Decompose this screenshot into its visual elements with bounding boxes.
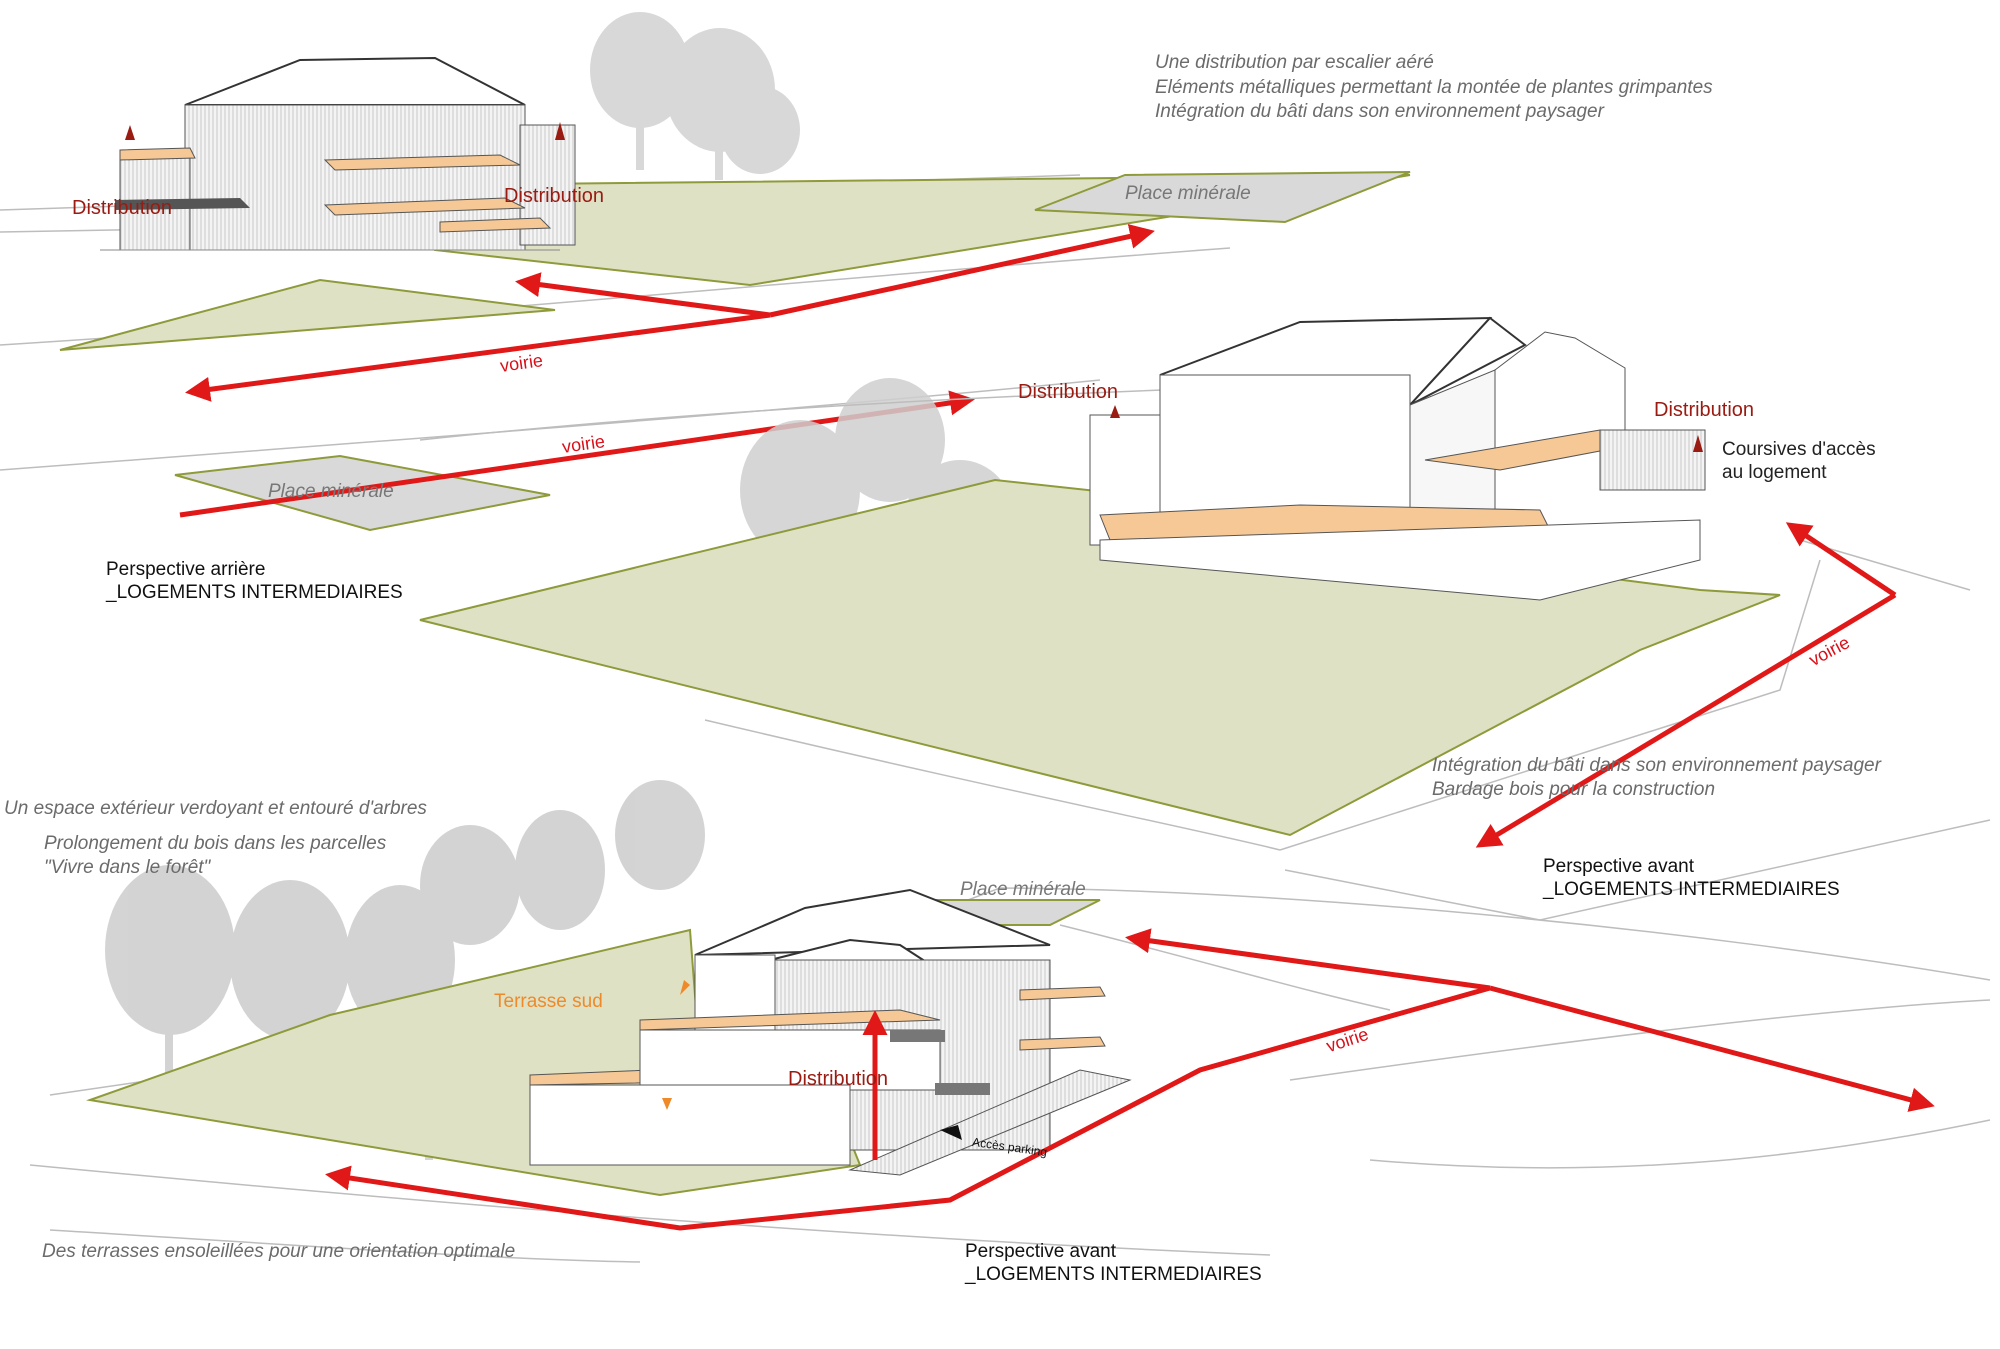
bottom-caption-line2: _LOGEMENTS INTERMEDIAIRES <box>965 1264 1262 1285</box>
top-perspective <box>0 12 1411 532</box>
top-place-minerale-right-label: Place minérale <box>1125 183 1251 204</box>
middle-caption-line1: Perspective avant <box>1543 856 1695 877</box>
road-arrows-bottom <box>325 928 1935 1231</box>
tree-cluster-bottom <box>105 780 705 1160</box>
bottom-distribution-label: Distribution <box>788 1068 889 1090</box>
road-arrow-7 <box>1125 928 1491 991</box>
bottom-note-bottom: Des terrasses ensoleillées pour une orie… <box>42 1241 516 1262</box>
top-caption-line2: _LOGEMENTS INTERMEDIAIRES <box>106 582 403 603</box>
middle-caption-line2: _LOGEMENTS INTERMEDIAIRES <box>1543 879 1840 900</box>
road-arrow-3 <box>515 272 771 318</box>
road-arrow-5 <box>1785 522 1897 598</box>
bottom-perspective <box>29 780 1991 1263</box>
building-front-middle <box>1089 316 1706 601</box>
bottom-terrasse-sud-label: Terrasse sud <box>494 991 603 1012</box>
road-arrow-2 <box>769 224 1155 318</box>
bottom-note-top: Un espace extérieur verdoyant et entouré… <box>4 798 427 819</box>
middle-note-1: Intégration du bâti dans son environneme… <box>1432 755 1881 776</box>
road-arrow-middle <box>1475 522 1897 848</box>
top-place-minerale-left-label: Place minérale <box>268 481 394 502</box>
middle-coursives-line2: au logement <box>1722 462 1827 483</box>
bottom-caption-line1: Perspective avant <box>965 1241 1117 1262</box>
place-minerale-slab-top <box>1034 171 1411 224</box>
middle-distribution-right-label: Distribution <box>1654 399 1755 421</box>
road-arrow-9 <box>325 985 1491 1231</box>
place-minerale-slab-left <box>174 454 551 532</box>
road-lines-bottom <box>29 887 1991 1263</box>
middle-note-2: Bardage bois pour la construction <box>1432 779 1716 800</box>
middle-coursives-line1: Coursives d'accès <box>1722 439 1876 460</box>
road-arrow-1 <box>185 312 771 402</box>
top-note-3: Intégration du bâti dans son environneme… <box>1155 101 1604 122</box>
top-note-2: Eléments métalliques permettant la monté… <box>1155 77 1713 98</box>
tree-cluster-top <box>590 12 800 180</box>
middle-distribution-left-label: Distribution <box>1018 381 1119 403</box>
lawn-top-triangle <box>59 278 556 351</box>
building-rear <box>100 56 576 251</box>
top-note-1: Une distribution par escalier aéré <box>1155 52 1434 73</box>
top-distribution-right-label: Distribution <box>504 185 605 207</box>
building-front-bottom <box>529 888 1132 1176</box>
top-caption-line1: Perspective arrière <box>106 559 266 580</box>
road-arrow-6 <box>1475 592 1897 848</box>
bottom-note-sub-2: "Vivre dans le forêt" <box>44 857 211 878</box>
bottom-place-minerale-label: Place minérale <box>960 879 1086 900</box>
road-arrow-8 <box>1489 985 1935 1112</box>
top-distribution-left-label: Distribution <box>72 197 173 219</box>
middle-perspective <box>419 316 1991 921</box>
bottom-note-sub-1: Prolongement du bois dans les parcelles <box>44 833 387 854</box>
